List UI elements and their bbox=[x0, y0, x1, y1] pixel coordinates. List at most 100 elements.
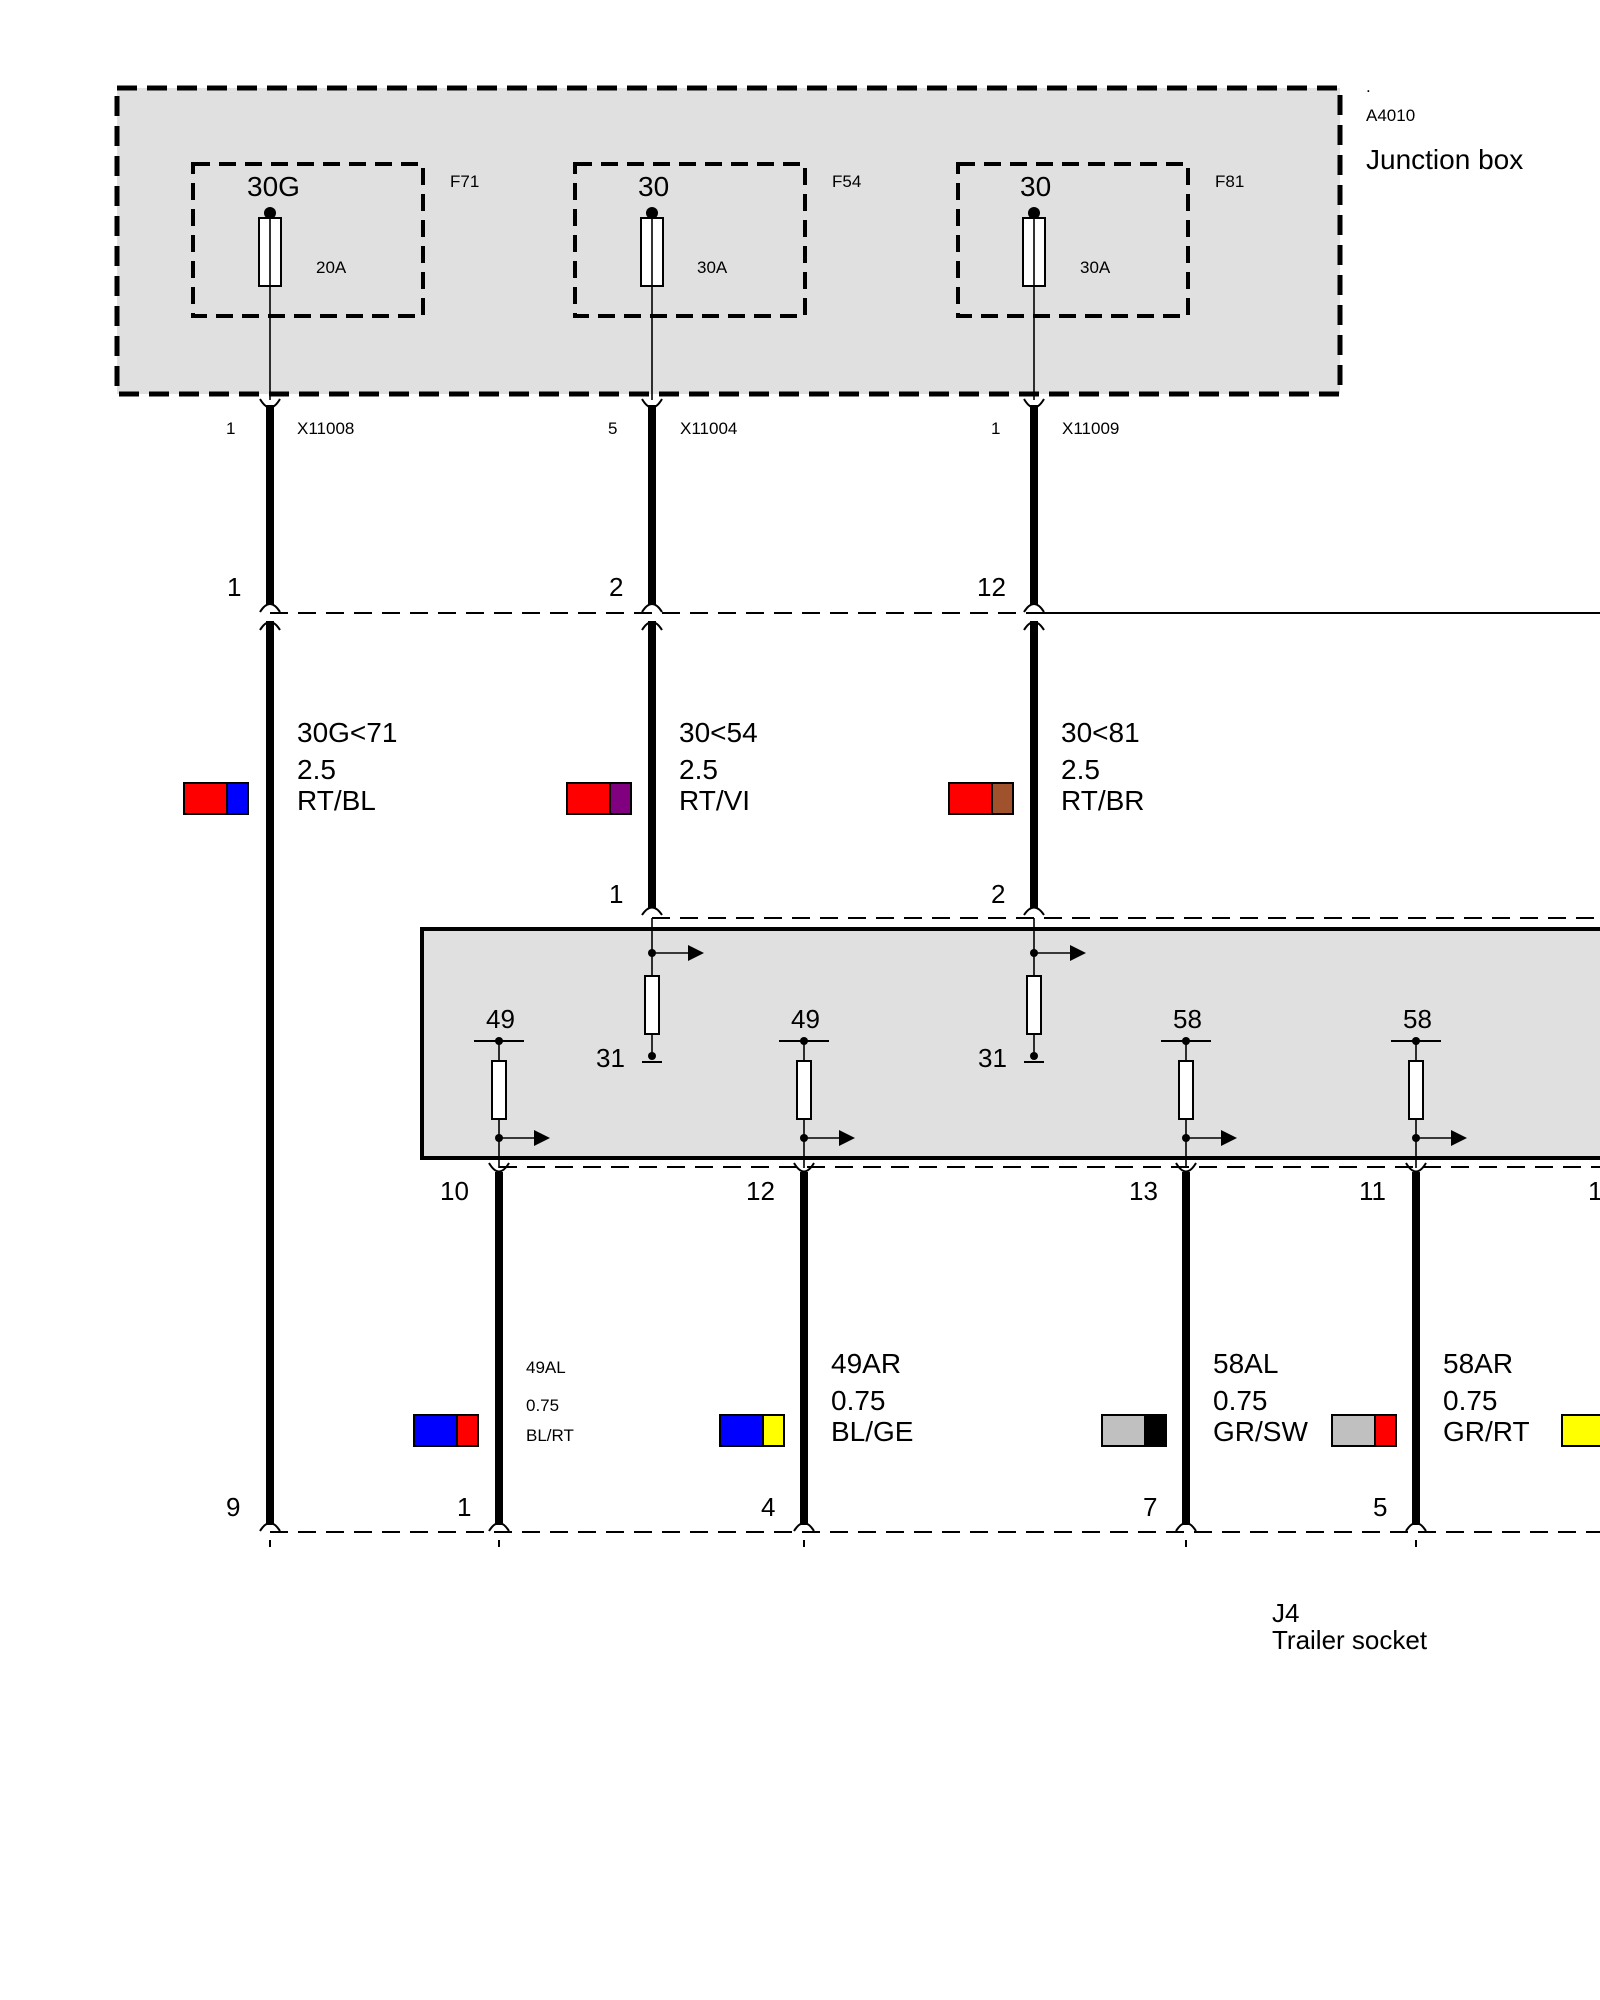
upper-wire-label-3: 30<81 2.5 RT/BR bbox=[948, 717, 1145, 816]
junction-box-name: Junction box bbox=[1366, 144, 1523, 175]
module-output-2-terminal: 49 bbox=[791, 1004, 820, 1034]
upper-wire-label-1: 30G<71 2.5 RT/BL bbox=[183, 717, 397, 816]
module-input-hook-top-1 bbox=[641, 906, 663, 916]
control-module-body bbox=[420, 927, 1600, 1160]
module-output-2: 49 bbox=[779, 1004, 855, 1168]
junction-box-id: A4010 bbox=[1366, 106, 1415, 125]
fuse-f54-rating: 30A bbox=[697, 258, 728, 277]
fuse-f81-id: F81 bbox=[1215, 172, 1244, 191]
upper-wire-swatch-2-primary bbox=[566, 782, 611, 815]
module-output-4-terminal: 58 bbox=[1403, 1004, 1432, 1034]
lower-wire-size-1: 0.75 bbox=[526, 1396, 559, 1415]
lower-wire-segments bbox=[495, 1172, 1420, 1525]
module-output-pin-4: 11 bbox=[1359, 1176, 1386, 1206]
module-output-hook-3 bbox=[1175, 1162, 1197, 1173]
fuse-f71-rating: 20A bbox=[316, 258, 347, 277]
module-output-hook-1 bbox=[488, 1162, 510, 1173]
fuse-f81-pin: 1 bbox=[991, 419, 1000, 438]
mid-connector-pin-3: 12 bbox=[977, 572, 1006, 602]
lower-wire-label-3: 58AL 0.75 GR/SW bbox=[1101, 1348, 1308, 1447]
junction-box-dot: . bbox=[1366, 77, 1371, 96]
module-output-pin-5: 1 bbox=[1588, 1176, 1600, 1206]
module-output-3-terminal: 58 bbox=[1173, 1004, 1202, 1034]
fuse-f54-pin: 5 bbox=[608, 419, 617, 438]
lower-wire-code-2: BL/GE bbox=[831, 1416, 913, 1447]
module-input-pin-1: 1 bbox=[609, 879, 623, 909]
fuse-f71: 30G F71 20A 1 X11008 bbox=[191, 162, 479, 438]
lower-wire-swatch-2-stripe bbox=[762, 1414, 785, 1447]
module-input-hook-top-2 bbox=[1023, 906, 1045, 916]
fuse-f54-id: F54 bbox=[832, 172, 861, 191]
upper-wire-code-2: RT/VI bbox=[679, 785, 750, 816]
lower-wire-swatch-3-stripe bbox=[1144, 1414, 1167, 1447]
fuse-f54-frame bbox=[573, 162, 807, 318]
upper-wire-size-2: 2.5 bbox=[679, 754, 718, 785]
mid-connector-pin-2: 2 bbox=[609, 572, 623, 602]
trailer-socket-connector: 9 1 4 7 5 J4 Trailer socket bbox=[226, 1492, 1600, 1655]
module-output-hook-4 bbox=[1405, 1162, 1427, 1173]
lower-wire-size-2: 0.75 bbox=[831, 1385, 886, 1416]
module-input-1-resistor bbox=[644, 975, 660, 1035]
fuse-f54-terminal: 30 bbox=[638, 171, 669, 202]
upper-wire-swatch-3-primary bbox=[948, 782, 993, 815]
module-output-4: 58 bbox=[1391, 1004, 1467, 1168]
fuse-f81-rating: 30A bbox=[1080, 258, 1111, 277]
lower-wire-label-1: 49AL 0.75 BL/RT bbox=[413, 1358, 574, 1447]
module-output-1-arrow-icon bbox=[534, 1130, 550, 1146]
upper-wire-swatch-1-primary bbox=[183, 782, 228, 815]
module-input-2-arrow-icon bbox=[1070, 945, 1086, 961]
junction-box: . A4010 Junction box bbox=[114, 77, 1523, 397]
mid-connector: 1 2 12 bbox=[227, 572, 1600, 631]
fuse-f71-frame bbox=[191, 162, 425, 318]
module-input-2-ground-label: 31 bbox=[978, 1043, 1007, 1073]
upper-wire-code-1: RT/BL bbox=[297, 785, 376, 816]
fuse-f54-connector: X11004 bbox=[680, 419, 737, 438]
socket-hook-top-9 bbox=[259, 1522, 281, 1532]
mid-connector-hook-top-3 bbox=[1023, 603, 1045, 613]
module-output-4-resistor bbox=[1408, 1060, 1424, 1120]
socket-pin-4: 4 bbox=[761, 1492, 775, 1522]
fuse-f81-connector: X11009 bbox=[1062, 419, 1119, 438]
partial-swatch bbox=[1561, 1414, 1600, 1447]
upper-wire-swatch-3-stripe bbox=[991, 782, 1014, 815]
lower-wire-swatch-4-primary bbox=[1331, 1414, 1376, 1447]
socket-hook-top-7 bbox=[1175, 1522, 1197, 1532]
module-output-4-arrow-icon bbox=[1451, 1130, 1467, 1146]
module-input-pin-2: 2 bbox=[991, 879, 1005, 909]
lower-wire-size-4: 0.75 bbox=[1443, 1385, 1498, 1416]
fuse-f81: 30 F81 30A 1 X11009 bbox=[956, 162, 1244, 438]
module-output-3-arrow-icon bbox=[1221, 1130, 1237, 1146]
lower-wire-swatch-3-primary bbox=[1101, 1414, 1146, 1447]
control-module: 1 2 31 31 49 49 bbox=[420, 879, 1600, 1206]
socket-pin-9: 9 bbox=[226, 1492, 240, 1522]
junction-box-body bbox=[117, 88, 1340, 394]
module-input-1-arrow-icon bbox=[688, 945, 704, 961]
upper-wire-signal-3: 30<81 bbox=[1061, 717, 1140, 748]
socket-pin-1: 1 bbox=[457, 1492, 471, 1522]
lower-wire-code-4: GR/RT bbox=[1443, 1416, 1530, 1447]
lower-wire-size-3: 0.75 bbox=[1213, 1385, 1268, 1416]
fuse-f71-connector: X11008 bbox=[297, 419, 354, 438]
lower-wire-label-2: 49AR 0.75 BL/GE bbox=[719, 1348, 913, 1447]
module-output-1: 49 bbox=[474, 1004, 550, 1168]
upper-wire-segments bbox=[266, 405, 1038, 605]
socket-pin-5: 5 bbox=[1373, 1492, 1387, 1522]
upper-wire-swatch-2-stripe bbox=[609, 782, 632, 815]
fuse-f71-terminal: 30G bbox=[247, 171, 300, 202]
mid-connector-hook-top-1 bbox=[259, 603, 281, 613]
module-output-hook-2 bbox=[793, 1162, 815, 1173]
socket-hook-top-4 bbox=[793, 1522, 815, 1532]
module-input-1-ground-label: 31 bbox=[596, 1043, 625, 1073]
lower-wire-swatch-1-primary bbox=[413, 1414, 458, 1447]
module-output-pin-2: 12 bbox=[746, 1176, 775, 1206]
module-input-1-ground-node bbox=[648, 1052, 656, 1060]
module-input-2-ground-node bbox=[1030, 1052, 1038, 1060]
upper-wire-code-3: RT/BR bbox=[1061, 785, 1145, 816]
module-output-2-resistor bbox=[796, 1060, 812, 1120]
module-output-3-resistor bbox=[1178, 1060, 1194, 1120]
lower-wire-swatch-4-stripe bbox=[1374, 1414, 1397, 1447]
upper-wire-size-3: 2.5 bbox=[1061, 754, 1100, 785]
module-input-2-resistor bbox=[1026, 975, 1042, 1035]
mid-connector-hook-top-2 bbox=[641, 603, 663, 613]
